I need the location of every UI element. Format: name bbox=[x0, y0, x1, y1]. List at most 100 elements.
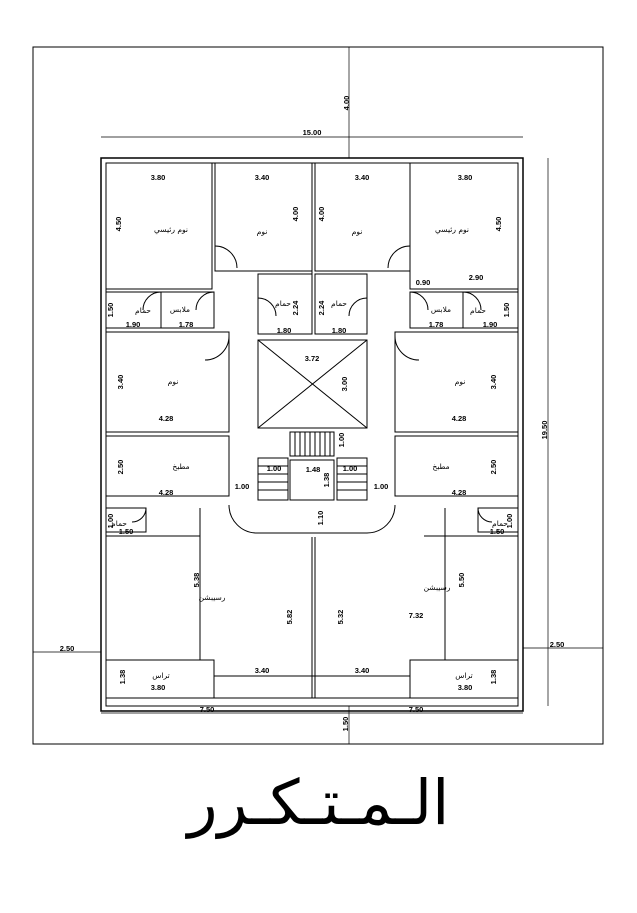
room-label-bed-r: نوم bbox=[352, 227, 363, 236]
dimension-stair-h: 3.00 bbox=[340, 377, 349, 392]
dimension-living-h-r: 5.50 bbox=[457, 573, 466, 588]
dimension-dress-w-r: 1.78 bbox=[429, 320, 444, 329]
room-label-living-l: رسيبشن bbox=[199, 593, 226, 602]
bedroom-mid-left bbox=[105, 331, 230, 433]
bath2-left bbox=[257, 273, 313, 335]
dimension-gap-r: 0.90 bbox=[416, 278, 431, 287]
dimension-door-l: 1.00 bbox=[235, 482, 250, 491]
dimension-kitchen-h-r: 2.50 bbox=[489, 460, 498, 475]
room-label-wc-l: حمام bbox=[111, 519, 127, 528]
dimension-wc-w-r: 1.50 bbox=[490, 527, 505, 536]
wc-left bbox=[105, 507, 147, 533]
dimension-bedroom-top-h-r: 4.50 bbox=[494, 217, 503, 232]
dimension-dress-w-l: 1.78 bbox=[179, 320, 194, 329]
master-bedroom-left bbox=[105, 162, 213, 290]
dimension-bed-mid-h-r: 3.40 bbox=[489, 375, 498, 390]
dimension-terrace-h-l: 1.38 bbox=[118, 670, 127, 685]
dimension-top-setback: 4.00 bbox=[342, 96, 351, 111]
dimension-kitchen-h-l: 2.50 bbox=[116, 460, 125, 475]
dimension-hall-h: 1.10 bbox=[316, 511, 325, 526]
stair-core bbox=[257, 339, 368, 429]
room-label-dress-r: ملابس bbox=[431, 305, 451, 314]
kitchen-left bbox=[105, 435, 230, 497]
dimension-wc-h-l: 1.00 bbox=[106, 514, 115, 529]
room-label-master-bed-r: نوم رئيسي bbox=[435, 225, 469, 234]
dimension-living-h-l: 5.38 bbox=[192, 573, 201, 588]
dimension-room2-h-r: 4.00 bbox=[317, 207, 326, 222]
dimension-bath2-h-r: 2.24 bbox=[317, 300, 326, 315]
dress-left bbox=[160, 291, 215, 329]
room-label-bed-mid-r: نوم bbox=[455, 377, 466, 386]
dimension-bottom-setback: 1.50 bbox=[341, 717, 350, 732]
bath2-right bbox=[314, 273, 368, 335]
dimension-bed-mid-w-r: 4.28 bbox=[452, 414, 467, 423]
kitchen-right bbox=[394, 435, 519, 497]
dimension-door-r: 1.00 bbox=[374, 482, 389, 491]
dimension-lobby-v: 1.38 bbox=[322, 473, 331, 488]
dimension-bath2-w-r: 1.80 bbox=[332, 326, 347, 335]
dimension-half-w-l: 7.50 bbox=[200, 705, 215, 714]
dimension-bath2-w-l: 1.80 bbox=[277, 326, 292, 335]
room-label-bath-r: حمام bbox=[470, 306, 486, 315]
dimension-kitchen-w-r: 4.28 bbox=[452, 488, 467, 497]
dimension-side-right: 2.50 bbox=[550, 640, 565, 649]
plot-boundary bbox=[32, 46, 604, 745]
stairs bbox=[289, 431, 335, 457]
dimension-stair-w: 3.72 bbox=[305, 354, 320, 363]
room-label-kitchen-r: مطبخ bbox=[432, 462, 449, 471]
terrace-right bbox=[409, 659, 519, 699]
dimension-bath-w-r: 1.90 bbox=[483, 320, 498, 329]
dimension-bed-mid-w-l: 4.28 bbox=[159, 414, 174, 423]
dimension-bath-h-r: 1.50 bbox=[502, 303, 511, 318]
room-label-bath2-r: حمام bbox=[331, 299, 347, 308]
room-label-bath2-l: حمام bbox=[275, 299, 291, 308]
dimension-bedroom-top-w-l: 3.80 bbox=[151, 173, 166, 182]
room-label-terrace-r: تراس bbox=[455, 671, 472, 680]
room-label-terrace-l: تراس bbox=[152, 671, 169, 680]
dimension-kitchen-w-l: 4.28 bbox=[159, 488, 174, 497]
room-label-dress-l: ملابس bbox=[170, 305, 190, 314]
dimension-lobby-l: 1.00 bbox=[267, 464, 282, 473]
bedroom-mid-right bbox=[394, 331, 519, 433]
dimension-wc-w-l: 1.50 bbox=[119, 527, 134, 536]
dimension-side-left: 2.50 bbox=[60, 644, 75, 653]
dimension-overall-depth: 19.50 bbox=[540, 421, 549, 440]
drawing-title: الـمـتـكـرر bbox=[187, 766, 450, 839]
room-label-master-bed-l: نوم رئيسي bbox=[154, 225, 188, 234]
dimension-bath-h-l: 1.50 bbox=[106, 303, 115, 318]
wc-right bbox=[477, 507, 519, 533]
room-label-bath-l: حمام bbox=[135, 306, 151, 315]
room-label-living-r: رسيبشن bbox=[424, 583, 451, 592]
dimension-room2-w-l: 3.40 bbox=[255, 173, 270, 182]
dimension-terrace-mid-l: 3.40 bbox=[255, 666, 270, 675]
terrace-left bbox=[105, 659, 215, 699]
dimension-living-d-l: 5.82 bbox=[285, 610, 294, 625]
dimension-terrace-mid-r: 3.40 bbox=[355, 666, 370, 675]
dimension-wc-h-r: 1.00 bbox=[505, 514, 514, 529]
dimension-room2-h-l: 4.00 bbox=[291, 207, 300, 222]
room-label-kitchen-l: مطبخ bbox=[172, 462, 189, 471]
building-outline bbox=[100, 157, 524, 712]
dimension-bedroom-top-w-r: 3.80 bbox=[458, 173, 473, 182]
dimension-terrace-w-r: 3.80 bbox=[458, 683, 473, 692]
dimension-wet-r: 2.90 bbox=[469, 273, 484, 282]
bath-right bbox=[462, 291, 519, 329]
dimension-living-d-r: 5.32 bbox=[336, 610, 345, 625]
dimension-lobby-r: 1.00 bbox=[343, 464, 358, 473]
dimension-room2-w-r: 3.40 bbox=[355, 173, 370, 182]
dimension-bed-mid-h-l: 3.40 bbox=[116, 375, 125, 390]
room-label-wc-r: حمام bbox=[492, 519, 508, 528]
dimension-terrace-w-l: 3.80 bbox=[151, 683, 166, 692]
room-label-bed-mid-l: نوم bbox=[168, 377, 179, 386]
room-label-bed-l: نوم bbox=[257, 227, 268, 236]
dimension-bath2-h-l: 2.24 bbox=[291, 300, 300, 315]
dimension-bedroom-top-h-l: 4.50 bbox=[114, 217, 123, 232]
dimension-lift-h: 1.00 bbox=[337, 433, 346, 448]
dimension-terrace-h-r: 1.38 bbox=[489, 670, 498, 685]
dimension-living-w-r: 7.32 bbox=[409, 611, 424, 620]
dimension-half-w-r: 7.50 bbox=[409, 705, 424, 714]
dimension-lobby-c: 1.48 bbox=[306, 465, 321, 474]
dimension-overall-width: 15.00 bbox=[303, 128, 322, 137]
dimension-bath-w-l: 1.90 bbox=[126, 320, 141, 329]
